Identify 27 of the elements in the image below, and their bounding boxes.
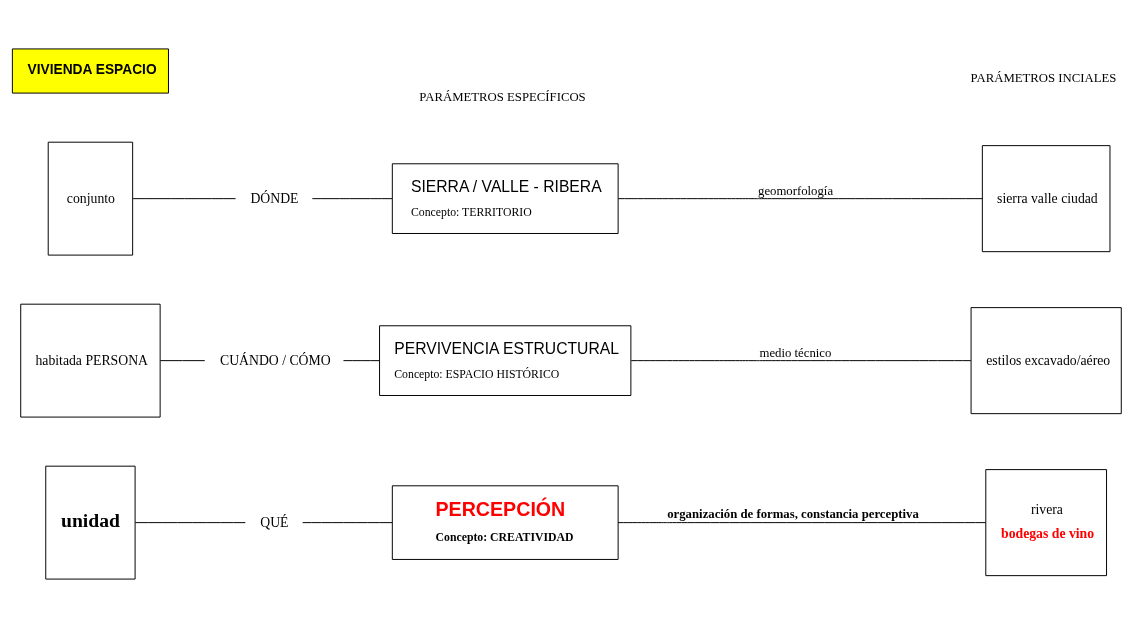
node-box: habitada PERSONA [20,303,161,418]
label: PARÁMETROS INCIALES [970,71,1117,86]
node-box: rivera bodegas de vino [985,469,1108,577]
node-text: DÓNDE [250,190,299,206]
connector [302,522,393,524]
edge-label: geomorfología [758,184,834,199]
node-text: CUÁNDO / CÓMO [220,352,331,368]
node-box: PERCEPCIÓN Concepto: CREATIVIDAD [391,485,619,560]
node-box: sierra valle ciudad [981,145,1111,253]
connector [311,198,393,200]
node-text: QUÉ [260,514,289,530]
connector [617,198,983,200]
connector [134,522,246,524]
connector [132,198,237,200]
label: PARÁMETROS ESPECÍFICOS [419,89,586,104]
node-box: VIVIENDA ESPACIO [11,48,169,94]
node-box: estilos excavado/aéreo [970,307,1122,415]
node-box: unidad [45,465,136,580]
edge-label: medio técnico [759,346,832,361]
edge-label: organización de formas, constancia perceptiva [667,507,919,522]
node-box: SIERRA / VALLE - RIBERA Concepto: TERRITORIO [391,163,619,234]
node-box: PERVIVENCIA ESTRUCTURAL Concepto: ESPACIO HISTÓRICO [379,325,632,396]
connector [159,360,206,362]
connector [343,360,381,362]
node-box: conjunto [47,141,134,256]
connector [617,522,987,524]
connector [630,360,972,362]
